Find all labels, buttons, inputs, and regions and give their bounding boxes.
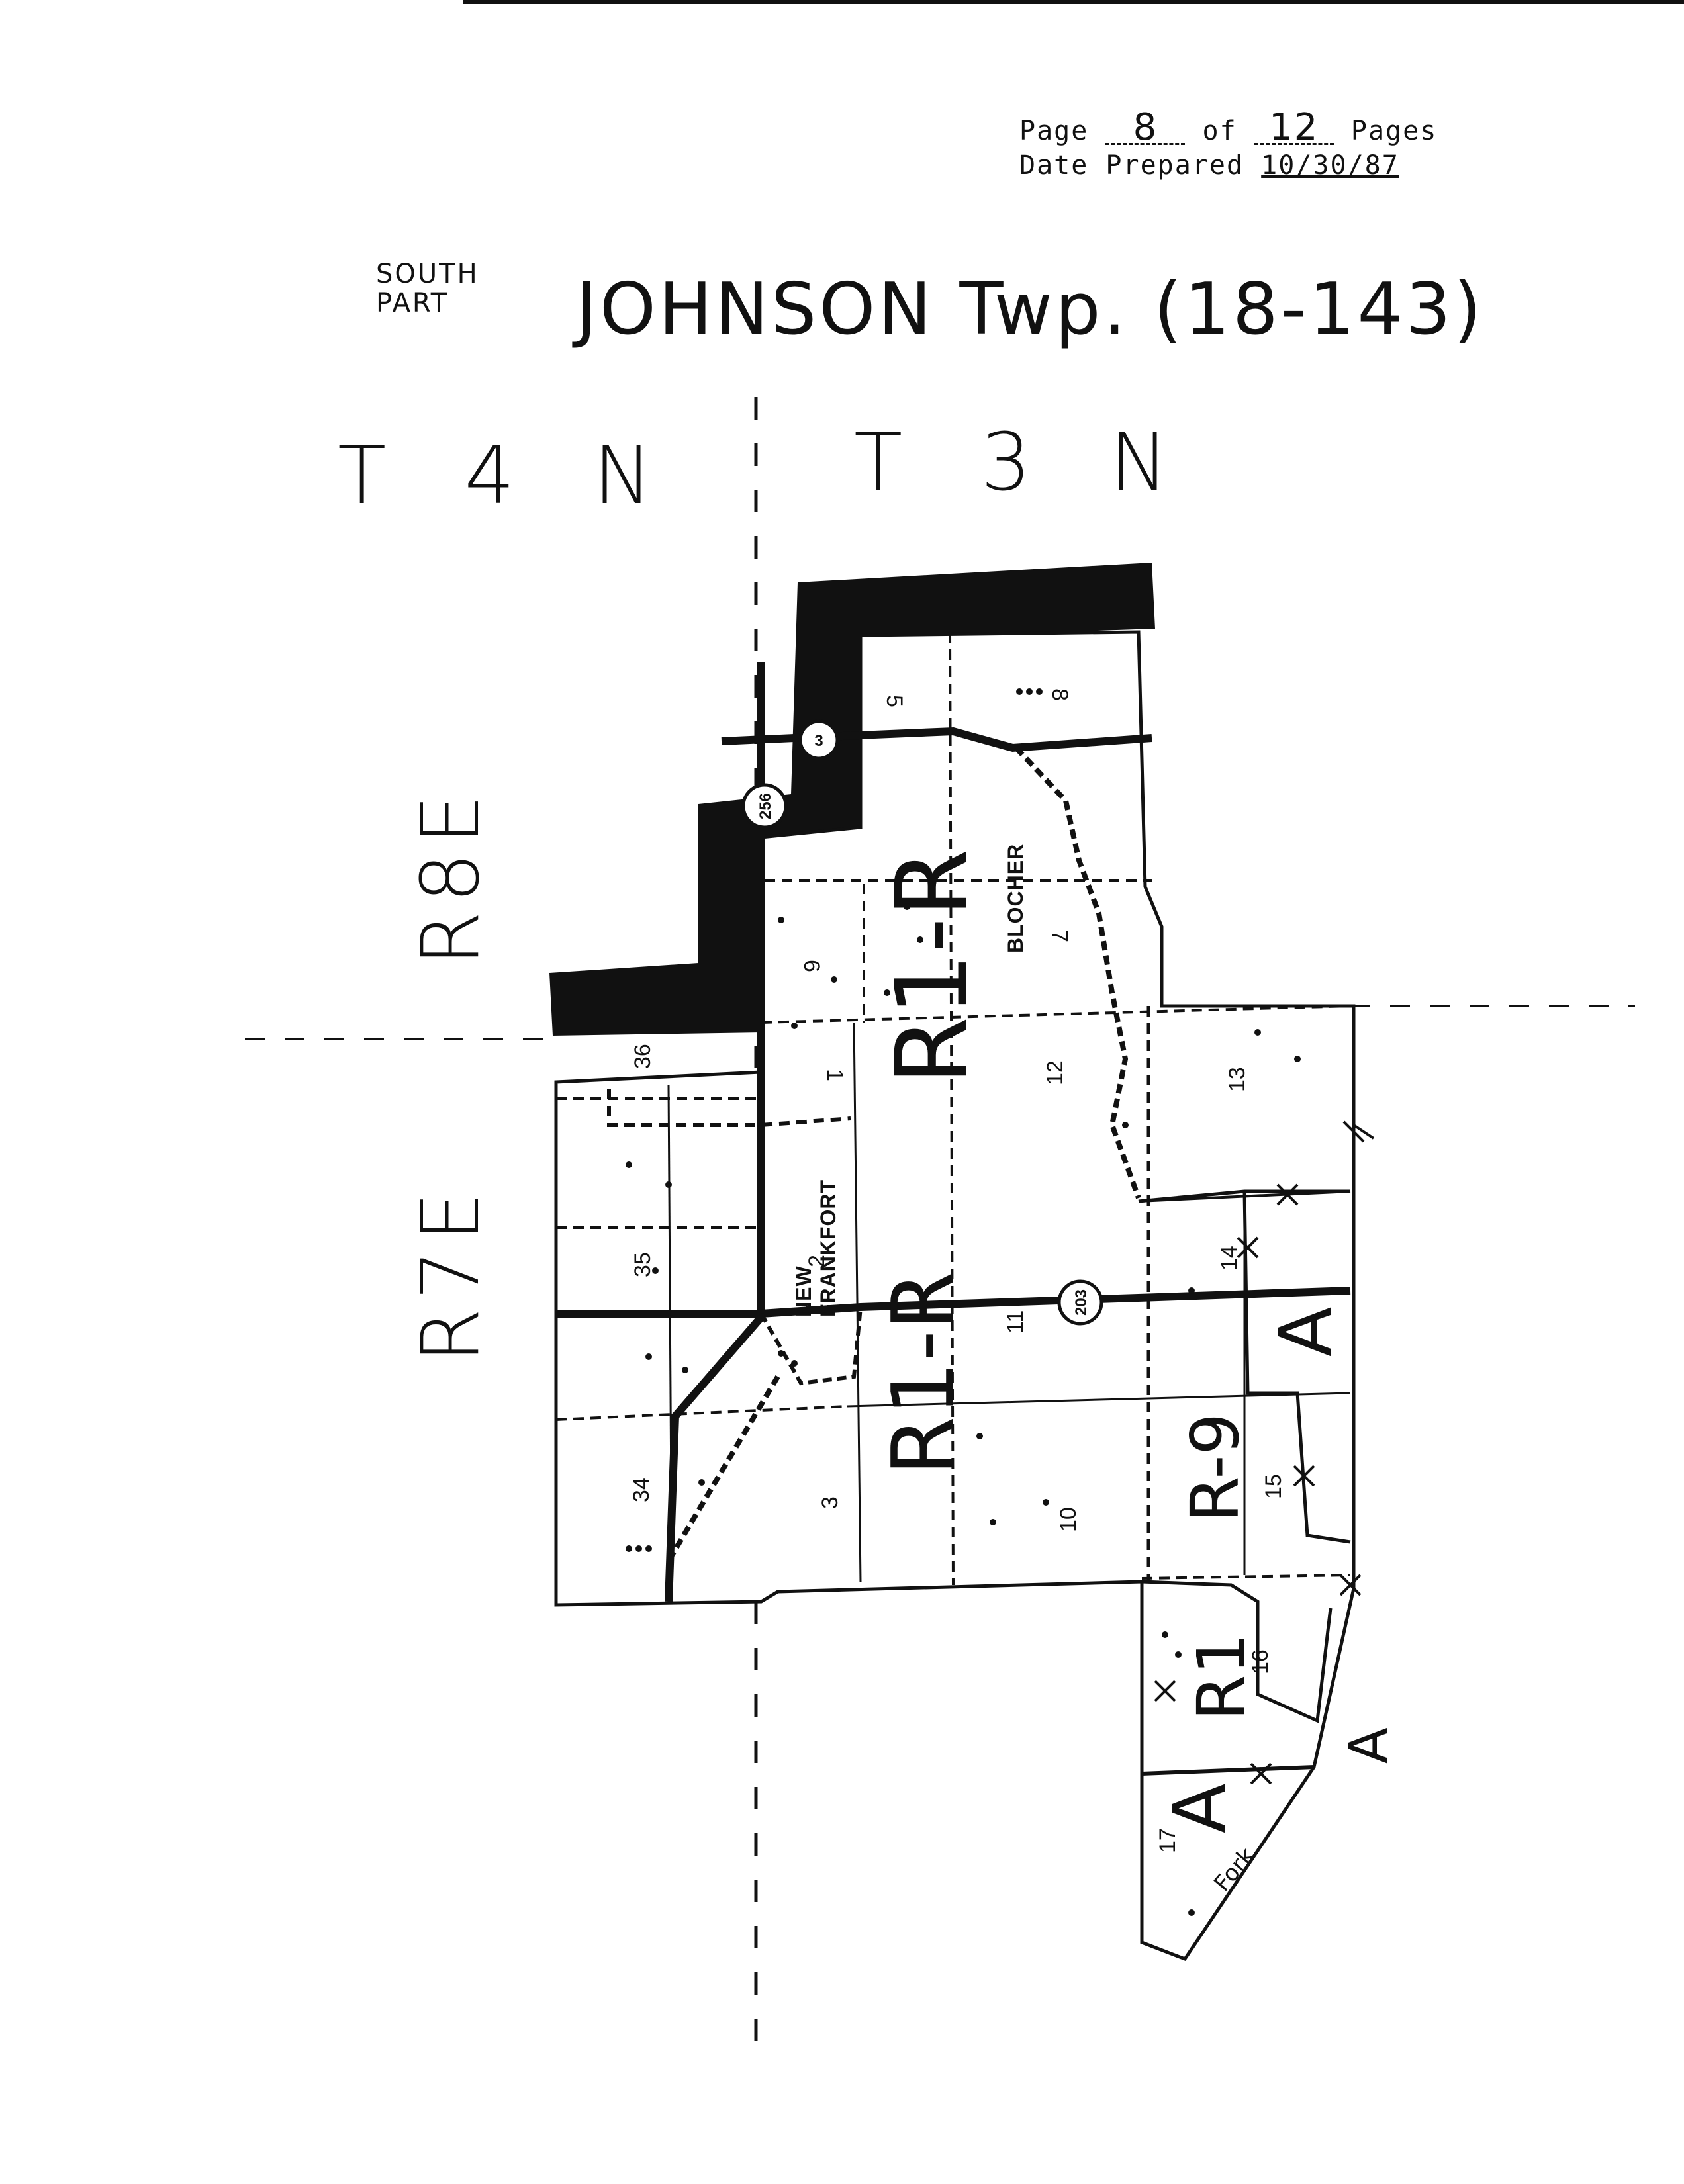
page-total: 12 — [1254, 109, 1334, 146]
township-title: JOHNSON Twp. (18-143) — [576, 268, 1484, 351]
road — [759, 1306, 863, 1386]
section-10: 10 — [1056, 1507, 1081, 1532]
place-frankfort: FRANKFORT — [816, 1179, 840, 1317]
place-new: NEW — [792, 1265, 816, 1317]
section-line — [949, 631, 955, 1586]
section-line — [853, 1022, 862, 1582]
zone-boundary-tick — [1154, 1680, 1176, 1702]
south-part-line1: SOUTH — [376, 259, 479, 289]
section-line — [1141, 1574, 1351, 1580]
section-11: 11 — [1003, 1310, 1028, 1334]
section-line — [847, 1392, 1351, 1408]
page-header: Page 8 of 12 Pages Date Prepared 10/30/8… — [1019, 109, 1438, 183]
south-part-label: SOUTH PART — [376, 259, 479, 318]
section-1: 1 — [822, 1069, 847, 1081]
township-label-south: T 3 N — [854, 417, 1195, 509]
zone-boundary-tick — [1293, 1465, 1315, 1487]
zone-boundary-tick — [1237, 1236, 1259, 1259]
section-line — [555, 1405, 848, 1421]
zone-label-a-east: A — [1338, 1727, 1399, 1764]
highway-3-number: 3 — [814, 732, 823, 750]
section-14: 14 — [1217, 1246, 1242, 1271]
highway-203-number: 203 — [1072, 1289, 1090, 1316]
north-boundary-band — [549, 563, 1155, 1036]
zone-boundary-tick — [1342, 1120, 1375, 1143]
top-edge-line — [463, 0, 1684, 4]
page-suffix: Pages — [1350, 116, 1438, 146]
zone-boundary-tick — [1276, 1183, 1299, 1206]
section-13: 13 — [1225, 1067, 1250, 1092]
township-label-north: T 4 N — [338, 430, 679, 522]
zone-label-r1: R1 — [1183, 1633, 1260, 1721]
south-part-line2: PART — [376, 288, 449, 318]
date-label: Date Prepared — [1019, 150, 1244, 181]
road — [669, 1375, 780, 1557]
date-line: Date Prepared 10/30/87 — [1019, 148, 1437, 183]
section-35: 35 — [630, 1252, 655, 1277]
zone-boundary-tick — [1339, 1574, 1362, 1596]
zone-label-a-south: A — [1157, 1784, 1242, 1833]
page-of: of — [1202, 116, 1237, 146]
section-3: 3 — [818, 1496, 843, 1509]
zone-label-a: A — [1263, 1307, 1348, 1357]
highway-main-ns — [665, 662, 765, 1602]
section-6: 6 — [799, 960, 824, 972]
zone-label-r9: R-9 — [1176, 1413, 1254, 1522]
zone-label-r1-r-lower: R1-R — [873, 1271, 974, 1476]
creek-road — [1014, 746, 1141, 1199]
page-prefix: Page — [1019, 116, 1089, 146]
date-prepared: 10/30/87 — [1261, 150, 1399, 181]
highway-256-number: 256 — [757, 793, 774, 819]
section-15: 15 — [1261, 1474, 1286, 1499]
section-line — [761, 1005, 1351, 1024]
highway-256-shield — [741, 783, 788, 829]
highway-3 — [721, 727, 1152, 752]
page-number: 8 — [1105, 109, 1186, 146]
section-2: 2 — [804, 1255, 829, 1267]
zone-label-r1-r: R1-R — [875, 848, 990, 1085]
building-markers — [626, 688, 1301, 1916]
highway-203 — [556, 1287, 1351, 1318]
section-line — [1141, 1765, 1315, 1776]
road — [607, 1089, 851, 1127]
section-16: 16 — [1248, 1649, 1273, 1674]
page-count-line: Page 8 of 12 Pages — [1019, 109, 1438, 148]
section-34: 34 — [629, 1477, 654, 1502]
highway-203-shield — [1057, 1279, 1103, 1326]
section-5: 5 — [882, 695, 907, 707]
zone-boundary — [1138, 1189, 1351, 1723]
section-17: 17 — [1155, 1828, 1180, 1853]
section-36: 36 — [630, 1044, 655, 1069]
zone-boundary-tick — [1250, 1762, 1272, 1785]
section-7: 7 — [1047, 930, 1072, 942]
section-12: 12 — [1043, 1060, 1068, 1085]
place-blocher: BLOCHER — [1004, 844, 1027, 953]
section-8: 8 — [1047, 688, 1072, 701]
highway-3-shield — [798, 719, 839, 760]
